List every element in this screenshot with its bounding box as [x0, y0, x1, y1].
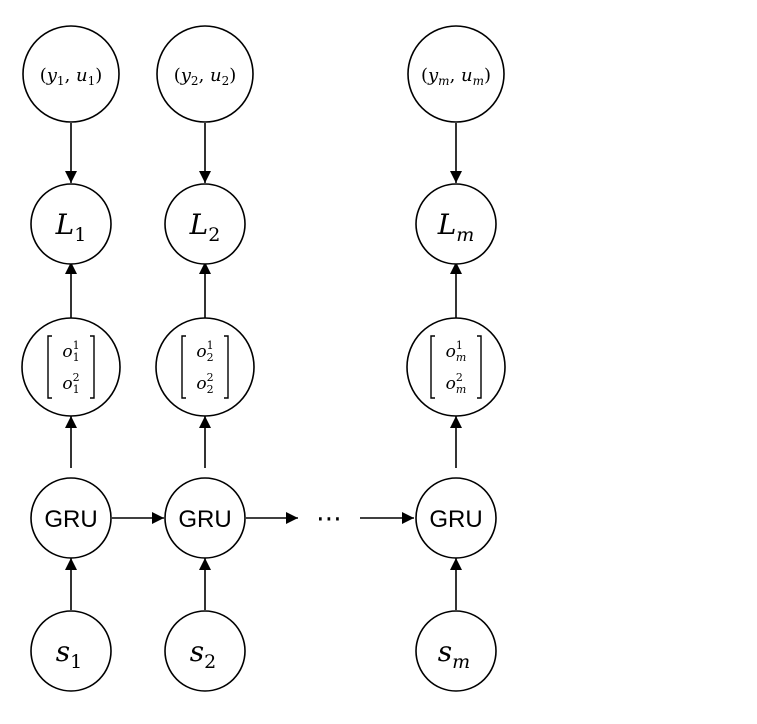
loss-label-m: Lm [437, 208, 475, 246]
input-node-1: s1 [30, 610, 112, 692]
target-node-2: (y2, u2) [156, 25, 254, 123]
gru-label-m: GRU [429, 506, 482, 533]
loss-node-2: L2 [164, 183, 246, 265]
gru-label-1: GRU [44, 506, 97, 533]
target-label-2: (y2, u2) [174, 65, 237, 88]
input-label-2: s2 [190, 635, 216, 673]
loss-label-1: L1 [55, 208, 87, 246]
target-node-1: (y1, u1) [22, 25, 120, 123]
gru-cell-1: GRU [30, 477, 112, 559]
loss-node-m: Lm [415, 183, 497, 265]
input-node-2: s2 [164, 610, 246, 692]
gru-cell-m: GRU [415, 477, 497, 559]
loss-label-2: L2 [189, 208, 221, 246]
input-label-m: sm [438, 635, 470, 673]
gru-cell-2: GRU [164, 477, 246, 559]
output-bracket-right-2 [224, 335, 229, 399]
loss-node-1: L1 [30, 183, 112, 265]
gru-label-2: GRU [178, 506, 231, 533]
input-node-m: sm [415, 610, 497, 692]
input-label-1: s1 [56, 635, 82, 673]
target-node-m: (ym, um) [407, 25, 505, 123]
output-bracket-left-2 [181, 335, 186, 399]
output-bracket-right-m [477, 335, 482, 399]
output-bracket-left-1 [47, 335, 52, 399]
output-bracket-right-1 [90, 335, 95, 399]
target-label-m: (ym, um) [421, 65, 491, 88]
output-bracket-left-m [430, 335, 435, 399]
target-label-1: (y1, u1) [40, 65, 103, 88]
sequence-ellipsis: ⋯ [316, 504, 342, 534]
edges [65, 123, 462, 610]
